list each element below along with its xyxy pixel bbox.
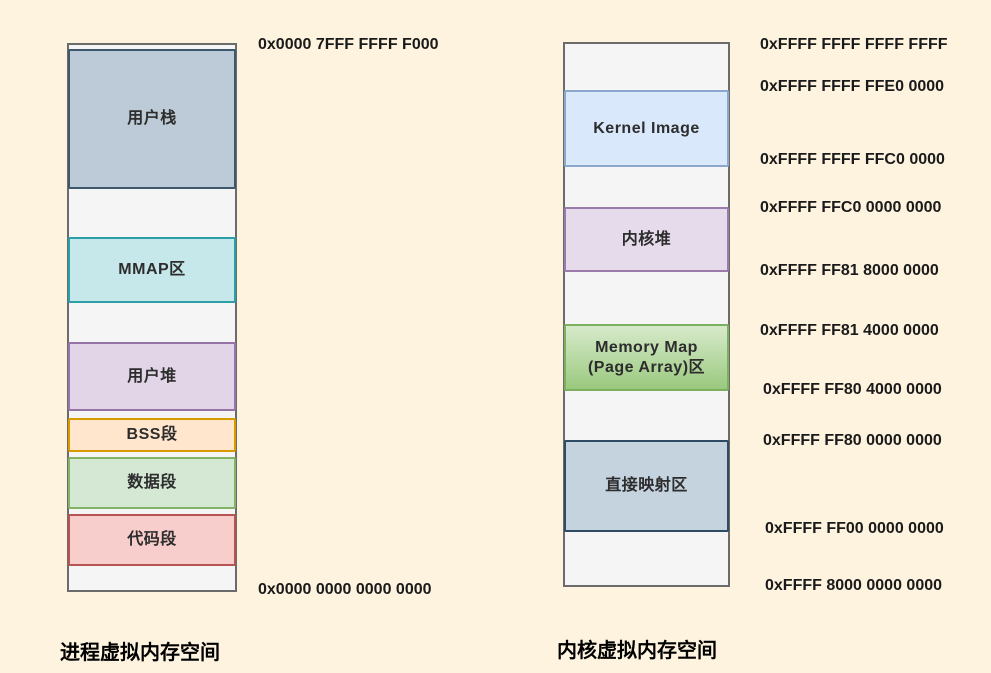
segment-label-line1: Memory Map — [595, 338, 698, 356]
segment-label-line2: (Page Array)区 — [587, 358, 706, 376]
address-user-top: 0x0000 7FFF FFFF F000 — [258, 36, 439, 53]
segment-data: 数据段 — [68, 457, 236, 509]
segment-label: 用户栈 — [127, 110, 177, 127]
address-kernel-7: 0xFFFF FF80 0000 0000 — [763, 432, 942, 449]
segment-kernel-image: Kernel Image — [564, 90, 729, 167]
address-kernel-0: 0xFFFF FFFF FFFF FFFF — [760, 36, 948, 53]
address-kernel-4: 0xFFFF FF81 8000 0000 — [760, 262, 939, 279]
segment-kernel-heap: 内核堆 — [564, 207, 729, 272]
segment-label: Kernel Image — [593, 119, 700, 137]
segment-label: BSS段 — [126, 426, 178, 443]
address-kernel-1: 0xFFFF FFFF FFE0 0000 — [760, 78, 945, 95]
process-space-title: 进程虚拟内存空间 — [60, 642, 220, 664]
address-kernel-5: 0xFFFF FF81 4000 0000 — [760, 322, 939, 339]
segment-label: 内核堆 — [621, 230, 672, 248]
kernel-space-title: 内核虚拟内存空间 — [557, 640, 717, 662]
segment-bss: BSS段 — [68, 418, 236, 452]
segment-label: 用户堆 — [127, 367, 177, 385]
address-kernel-6: 0xFFFF FF80 4000 0000 — [763, 381, 942, 398]
address-kernel-8: 0xFFFF FF00 0000 0000 — [765, 520, 944, 537]
segment-user-stack: 用户栈 — [68, 49, 236, 189]
segment-direct-mapping: 直接映射区 — [564, 440, 729, 532]
segment-label: Memory Map (Page Array)区 — [588, 338, 705, 378]
address-kernel-3: 0xFFFF FFC0 0000 0000 — [760, 199, 942, 216]
segment-label: 直接映射区 — [605, 477, 688, 494]
segment-code: 代码段 — [68, 514, 236, 566]
segment-user-heap: 用户堆 — [68, 342, 236, 411]
segment-label: 数据段 — [127, 474, 177, 491]
address-kernel-9: 0xFFFF 8000 0000 0000 — [765, 577, 943, 594]
segment-memory-map-page-array: Memory Map (Page Array)区 — [564, 324, 729, 391]
segment-label: 代码段 — [127, 531, 177, 548]
segment-mmap: MMAP区 — [68, 237, 236, 303]
segment-label: MMAP区 — [118, 261, 186, 278]
process-memory-column: 用户栈 MMAP区 用户堆 BSS段 数据段 代码段 — [67, 43, 237, 592]
address-kernel-2: 0xFFFF FFFF FFC0 0000 — [760, 151, 945, 168]
address-user-bottom: 0x0000 0000 0000 0000 — [258, 581, 432, 598]
kernel-memory-column: Kernel Image 内核堆 Memory Map (Page Array)… — [563, 42, 730, 587]
